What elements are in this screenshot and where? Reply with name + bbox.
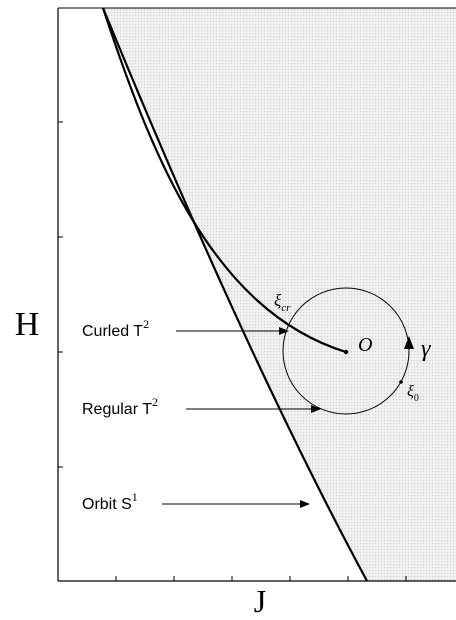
gamma-label: γ bbox=[421, 336, 431, 362]
x-axis-label: J bbox=[254, 583, 266, 619]
orbit-label: Orbit S1 bbox=[82, 490, 138, 513]
center-point-O bbox=[343, 349, 349, 355]
xi-cr-label: ξcr bbox=[274, 291, 291, 314]
shaded-region bbox=[103, 8, 456, 581]
x-ticks bbox=[115, 576, 407, 581]
xi-0-point bbox=[399, 380, 403, 384]
y-ticks bbox=[58, 121, 63, 468]
curled-label: Curled T2 bbox=[82, 317, 149, 340]
xi-0-label: ξ0 bbox=[407, 383, 419, 404]
orbit-boundary-curve bbox=[101, 7, 368, 582]
y-axis-label: H bbox=[15, 306, 40, 343]
gamma-direction-arrow bbox=[404, 336, 414, 349]
curled-branch-curve bbox=[101, 7, 347, 354]
center-label-O: O bbox=[358, 334, 372, 356]
loop-gamma bbox=[282, 287, 410, 415]
regular-label: Regular T2 bbox=[82, 395, 158, 418]
